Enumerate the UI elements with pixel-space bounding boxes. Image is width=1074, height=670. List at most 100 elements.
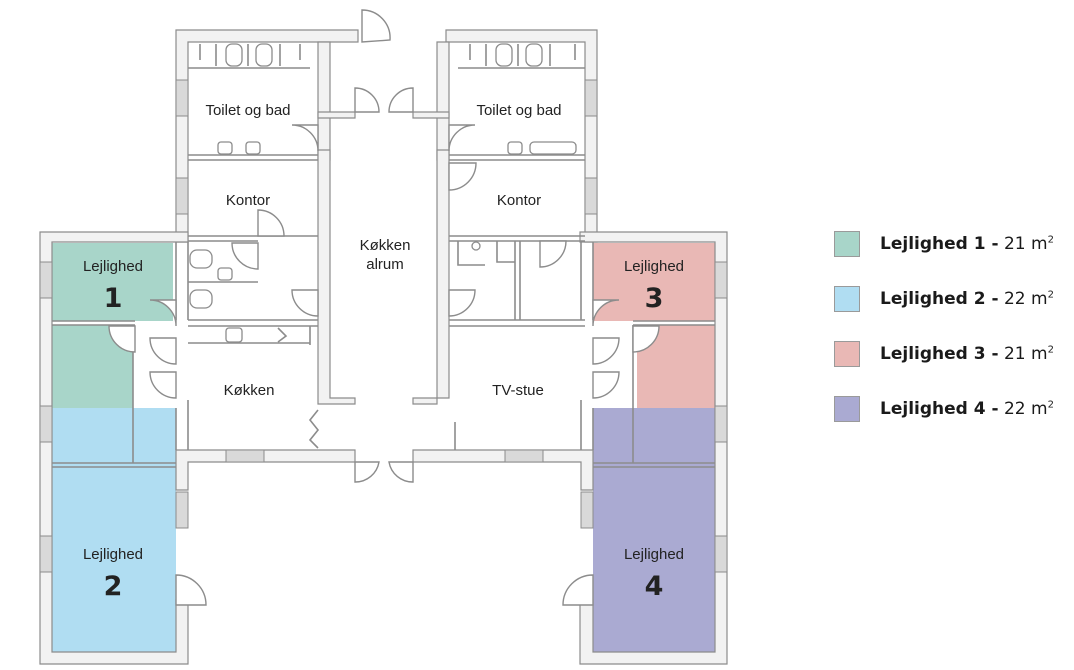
- apartment-3-label: Lejlighed: [624, 258, 684, 275]
- door-kontor-right-2: [539, 240, 567, 268]
- window: [39, 261, 53, 299]
- apartment-4-fill: [593, 408, 715, 652]
- door-apt4-exterior: [562, 574, 594, 606]
- apartment-2-fill: [52, 408, 176, 652]
- window: [504, 449, 544, 463]
- entrance-door-top: [361, 9, 391, 43]
- sink-icon: [507, 141, 523, 155]
- legend-swatch: [834, 341, 860, 367]
- walls: [39, 29, 728, 665]
- legend-unit: m2: [1031, 234, 1054, 254]
- sink-icon: [217, 141, 233, 155]
- legend-area: 21: [1003, 234, 1026, 254]
- legend-swatch: [834, 231, 860, 257]
- room-label-toilet-left: Toilet og bad: [205, 102, 290, 119]
- legend-item-apartment-1: Lejlighed 1 - 21 m2: [834, 230, 1072, 258]
- apartment-1-fill-top: [52, 243, 173, 321]
- legend-area: 22: [1003, 399, 1026, 419]
- legend-unit: m2: [1031, 289, 1054, 309]
- legend-unit: m2: [1031, 344, 1054, 364]
- apartment-4-number: 4: [645, 571, 664, 602]
- room-label-toilet-right: Toilet og bad: [476, 102, 561, 119]
- door-toilet-right: [448, 124, 476, 152]
- door-apt1-c: [149, 337, 177, 365]
- window: [175, 177, 189, 215]
- legend-swatch: [834, 286, 860, 312]
- toilet-icon: [189, 249, 213, 269]
- room-label-kokken-alrum-2: alrum: [366, 256, 404, 273]
- sink-icon: [471, 241, 481, 251]
- door-kontor-left: [257, 209, 285, 237]
- legend-swatch: [834, 396, 860, 422]
- sink-icon: [245, 141, 261, 155]
- apartment-labels: Lejlighed 1 Lejlighed 2 Lejlighed 3 Lejl…: [83, 258, 684, 602]
- door-apt1-b: [108, 325, 136, 353]
- window: [580, 491, 594, 529]
- door-wc-left: [231, 242, 259, 270]
- legend-name: Lejlighed 3 -: [880, 344, 999, 364]
- legend-text: Lejlighed 4 - 22 m2: [880, 399, 1054, 419]
- legend-name: Lejlighed 1 -: [880, 234, 999, 254]
- window: [714, 535, 728, 573]
- room-label-tv-stue: TV-stue: [492, 382, 544, 399]
- legend-item-apartment-3: Lejlighed 3 - 21 m2: [834, 340, 1072, 368]
- room-label-kokken: Køkken: [224, 382, 275, 399]
- window: [714, 405, 728, 443]
- bathtub-icon: [529, 141, 577, 155]
- legend-text: Lejlighed 3 - 21 m2: [880, 344, 1054, 364]
- legend-item-apartment-4: Lejlighed 4 - 22 m2: [834, 395, 1072, 423]
- windows: [39, 79, 728, 573]
- door-apt1-a: [149, 299, 177, 327]
- inner-door-top-right: [388, 87, 414, 113]
- window: [175, 79, 189, 117]
- legend-name: Lejlighed 2 -: [880, 289, 999, 309]
- legend-name: Lejlighed 4 -: [880, 399, 999, 419]
- inner-door-top-left: [354, 87, 380, 113]
- apartment-4-label: Lejlighed: [624, 546, 684, 563]
- door-apt3-d: [592, 371, 620, 399]
- toilet-icon: [189, 289, 213, 309]
- toilet-icon: [225, 43, 243, 67]
- sink-icon: [217, 267, 233, 281]
- toilet-icon: [525, 43, 543, 67]
- room-label-kokken-alrum-1: Køkken: [360, 237, 411, 254]
- door-apt3-a: [592, 299, 620, 327]
- door-apt1-d: [149, 371, 177, 399]
- legend-area: 21: [1003, 344, 1026, 364]
- window: [39, 405, 53, 443]
- apartment-2-label: Lejlighed: [83, 546, 143, 563]
- window: [225, 449, 265, 463]
- legend: Lejlighed 1 - 21 m2 Lejlighed 2 - 22 m2 …: [834, 230, 1072, 450]
- legend-unit: m2: [1031, 399, 1054, 419]
- door-hall-left: [291, 289, 319, 317]
- window: [714, 261, 728, 299]
- apartment-1-label: Lejlighed: [83, 258, 143, 275]
- toilet-icon: [495, 43, 513, 67]
- room-label-kontor-left: Kontor: [226, 192, 270, 209]
- door-hall-right: [448, 289, 476, 317]
- apartment-fills: [52, 243, 715, 652]
- apartment-2-number: 2: [104, 571, 123, 602]
- window: [175, 491, 189, 529]
- room-labels: Toilet og bad Toilet og bad Kontor Konto…: [205, 102, 561, 399]
- door-toilet-left: [291, 124, 319, 152]
- window: [584, 177, 598, 215]
- legend-item-apartment-2: Lejlighed 2 - 22 m2: [834, 285, 1072, 313]
- toilet-icon: [255, 43, 273, 67]
- apartment-3-number: 3: [645, 283, 664, 314]
- window: [584, 79, 598, 117]
- door-apt2-exterior: [175, 574, 207, 606]
- door-apt3-b: [632, 325, 660, 353]
- doors: [108, 9, 660, 606]
- door-apt3-c: [592, 337, 620, 365]
- window: [39, 535, 53, 573]
- legend-text: Lejlighed 1 - 21 m2: [880, 234, 1054, 254]
- door-kontor-right: [448, 162, 477, 191]
- legend-area: 22: [1003, 289, 1026, 309]
- entrance-door-bottom-right: [388, 461, 414, 483]
- sink-icon: [225, 327, 243, 343]
- apartment-1-number: 1: [104, 283, 123, 314]
- entrance-door-bottom-left: [354, 461, 380, 483]
- apartment-3-fill-top: [593, 243, 715, 321]
